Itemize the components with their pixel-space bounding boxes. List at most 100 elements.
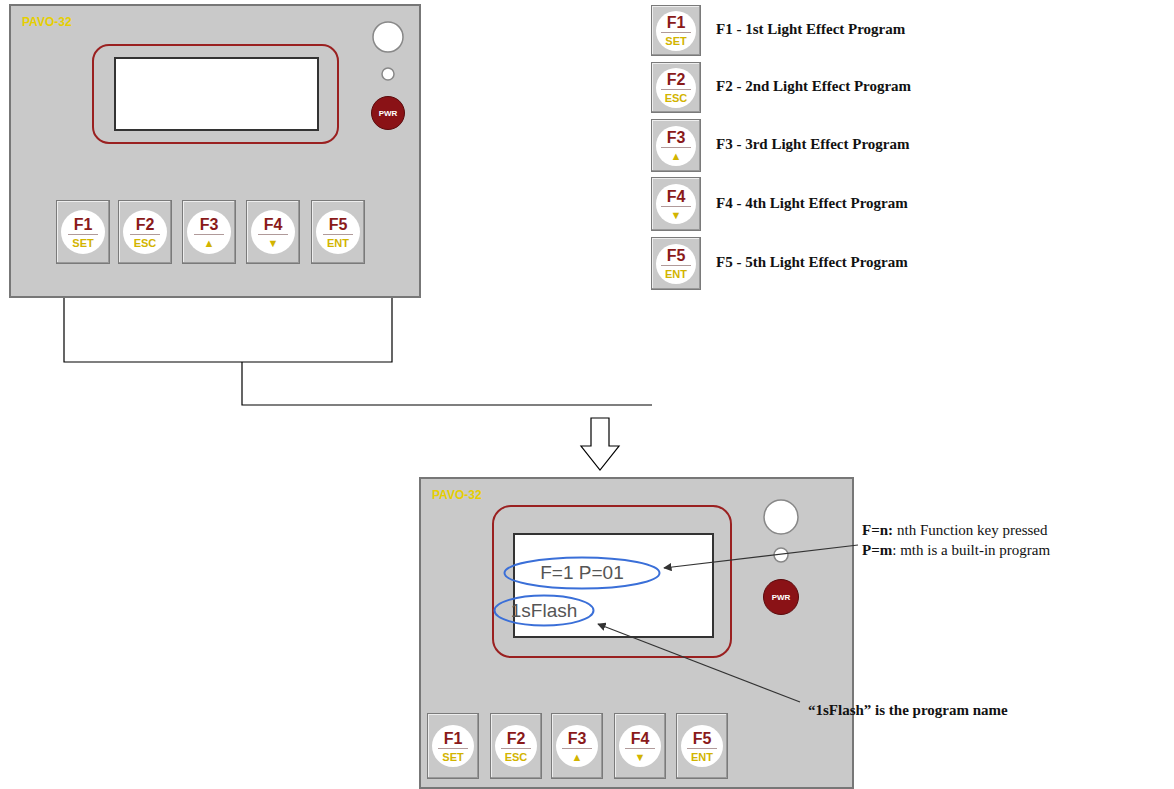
callout-ellipse: F=1 P=01 xyxy=(503,556,661,590)
function-key: F1SET xyxy=(427,713,479,779)
bracket xyxy=(64,298,392,362)
key-divider xyxy=(194,234,224,235)
key-description: F4 - 4th Light Effect Program xyxy=(716,195,908,212)
key-function: ENT xyxy=(665,268,687,280)
power-button: PWR xyxy=(763,579,799,615)
screen-bezel xyxy=(93,45,338,143)
annotation: P=m xyxy=(862,542,892,559)
screen-text: F=1 P=01 xyxy=(540,562,623,584)
key-number: F2 xyxy=(507,730,526,747)
function-key: F2ESC xyxy=(651,62,701,113)
key-number: F2 xyxy=(136,216,155,233)
ellipse xyxy=(495,596,594,626)
callout-ellipse: 1sFlash xyxy=(493,594,595,627)
key-face: F2ESC xyxy=(652,63,700,112)
function-key: F4 ▼ xyxy=(651,177,701,231)
indicator xyxy=(764,500,798,534)
function-key: F4▼ xyxy=(614,713,666,779)
key-face: F5ENT xyxy=(312,201,364,263)
key-divider xyxy=(562,748,592,749)
key-number: F4 xyxy=(264,216,283,233)
key-divider xyxy=(661,89,691,90)
key-function: ▲ xyxy=(671,150,682,162)
key-function: ▼ xyxy=(671,209,682,221)
hollow-arrow xyxy=(581,418,619,470)
key-face: F5ENT xyxy=(652,238,700,289)
screen-bezel xyxy=(493,506,731,657)
device-panel xyxy=(10,5,420,297)
key-divider xyxy=(258,234,288,235)
key-divider xyxy=(501,748,531,749)
annotation: nth Function key pressed xyxy=(897,522,1047,539)
key-face: F4 ▼ xyxy=(247,201,299,263)
key-divider xyxy=(661,206,691,207)
key-function: ESC xyxy=(134,237,157,249)
key-function: ENT xyxy=(327,237,349,249)
key-description: F3 - 3rd Light Effect Program xyxy=(716,136,909,153)
function-key: F3▲ xyxy=(182,200,236,264)
key-face: F2ESC xyxy=(491,714,541,778)
key-face: F3▲ xyxy=(552,714,602,778)
key-divider xyxy=(661,147,691,148)
device-panel: PAVO-32PWRF1SETF2ESCF3▲F4▼F5ENT xyxy=(10,5,420,297)
key-number: F1 xyxy=(667,14,686,31)
key-divider xyxy=(661,265,691,266)
indicator xyxy=(373,22,403,52)
leader-line xyxy=(598,624,800,702)
device-name: PAVO-32 xyxy=(22,15,72,29)
key-number: F3 xyxy=(568,730,587,747)
key-function: ESC xyxy=(665,92,688,104)
function-key: F4 ▼ xyxy=(246,200,300,264)
key-function: SET xyxy=(72,237,93,249)
key-face: F2ESC xyxy=(119,201,171,263)
function-key: F2ESC xyxy=(490,713,542,779)
button-label: PWR xyxy=(379,109,398,118)
key-divider xyxy=(130,234,160,235)
power-button: PWR xyxy=(371,96,405,130)
key-function: SET xyxy=(665,35,686,47)
device-panel: PAVO-32F=1 P=011sFlashPWRF1SETF2ESCF3▲F4… xyxy=(420,478,853,788)
key-function: ▼ xyxy=(268,237,279,249)
device-name: PAVO-32 xyxy=(432,488,482,502)
led xyxy=(382,68,394,80)
lcd-screen xyxy=(115,58,318,130)
key-description: F2 - 2nd Light Effect Program xyxy=(716,78,911,95)
key-divider xyxy=(68,234,98,235)
key-number: F2 xyxy=(667,71,686,88)
key-number: F4 xyxy=(667,188,686,205)
function-key: F3▲ xyxy=(551,713,603,779)
key-face: F4 ▼ xyxy=(652,178,700,230)
key-function: ENT xyxy=(691,751,713,763)
button-label: PWR xyxy=(772,593,791,602)
bracket-line xyxy=(242,362,652,405)
leader-line xyxy=(664,545,858,568)
function-key: F3 ▲ xyxy=(651,119,701,172)
key-number: F3 xyxy=(667,129,686,146)
function-key: F5ENT xyxy=(676,713,728,779)
key-divider xyxy=(625,748,655,749)
device-panel xyxy=(420,478,853,788)
key-number: F1 xyxy=(444,730,463,747)
key-number: F3 xyxy=(200,216,219,233)
key-number: F5 xyxy=(667,247,686,264)
annotation: : mth is a built-in program xyxy=(892,542,1050,559)
screen-text: 1sFlash xyxy=(511,600,578,622)
key-divider xyxy=(438,748,468,749)
key-face: F1SET xyxy=(57,201,109,263)
key-number: F1 xyxy=(74,216,93,233)
key-function: ESC xyxy=(505,751,528,763)
key-face: F1SET xyxy=(428,714,478,778)
key-divider xyxy=(661,32,691,33)
function-key: F5ENT xyxy=(311,200,365,264)
function-key: F1SET xyxy=(56,200,110,264)
key-face: F3 ▲ xyxy=(652,120,700,171)
key-face: F5ENT xyxy=(677,714,727,778)
key-face: F1SET xyxy=(652,6,700,55)
key-number: F5 xyxy=(329,216,348,233)
key-divider xyxy=(687,748,717,749)
function-key: F5ENT xyxy=(651,237,701,290)
key-face: F3▲ xyxy=(183,201,235,263)
key-function: ▼ xyxy=(635,751,646,763)
annotation: F=n: xyxy=(862,522,893,539)
